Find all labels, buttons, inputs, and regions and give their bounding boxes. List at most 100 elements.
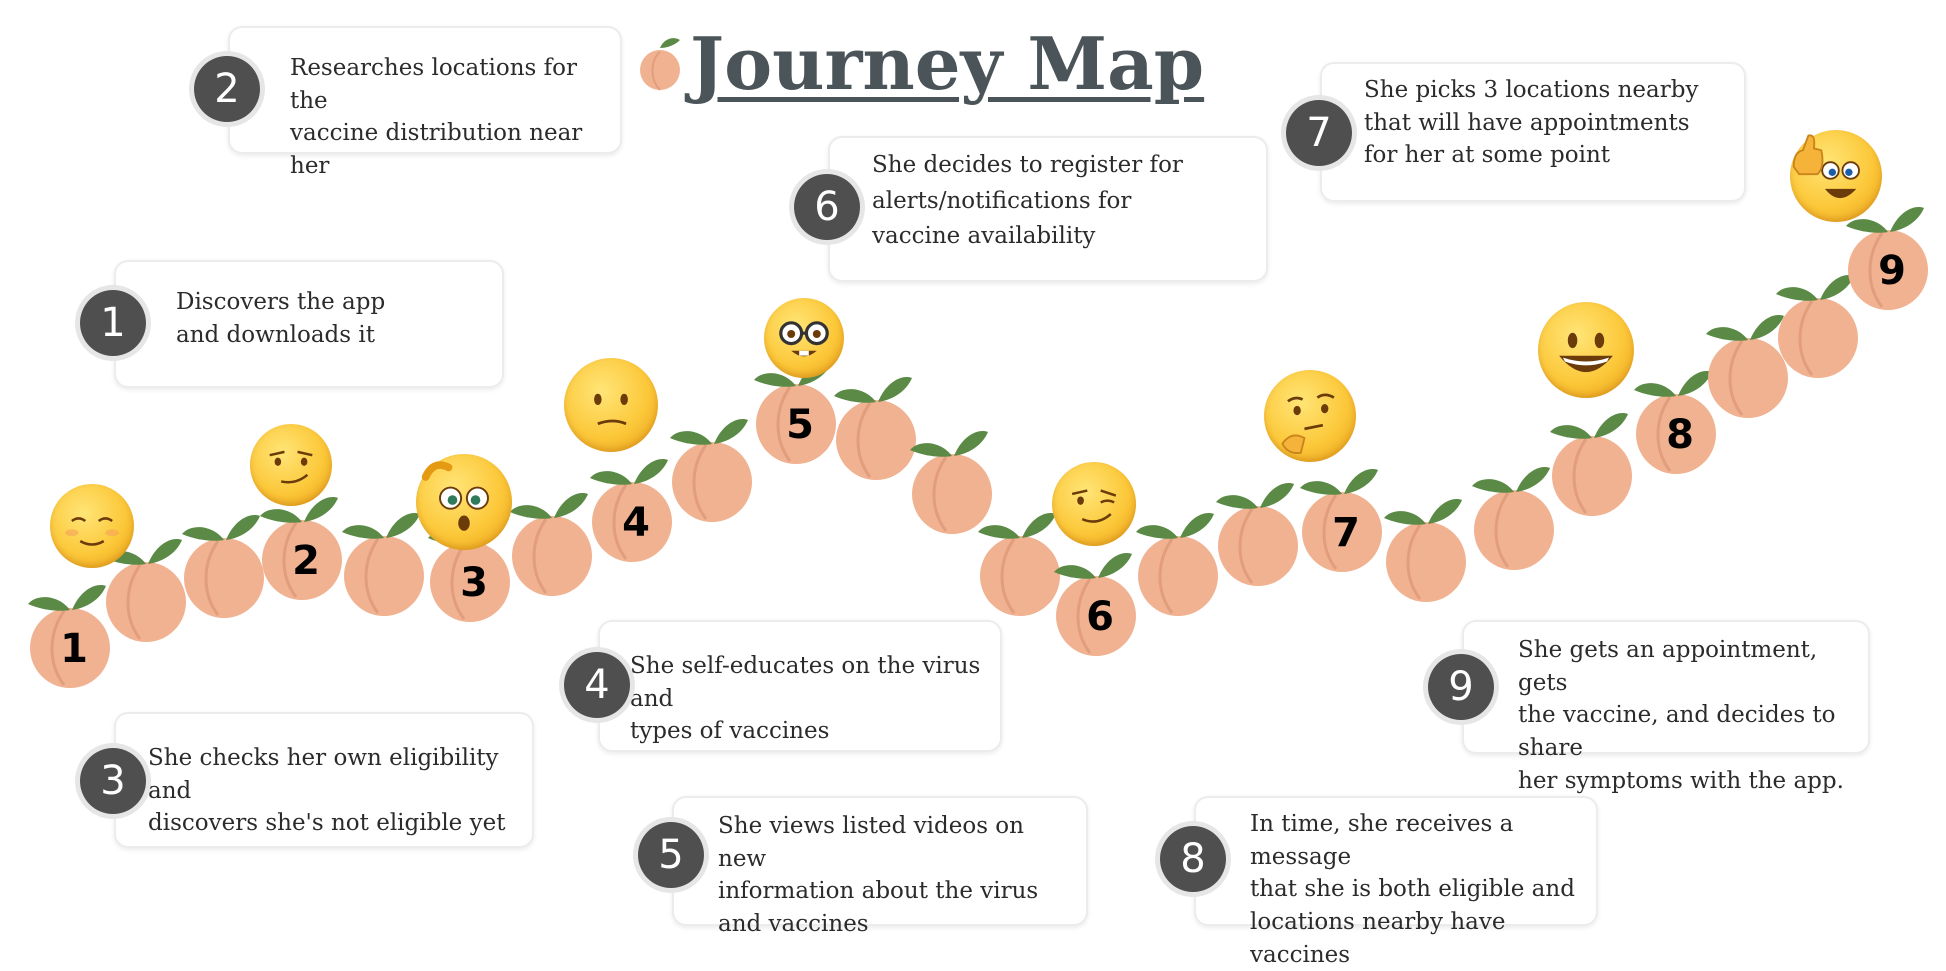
step-card-7-text: She picks 3 locations nearby that will h… <box>1364 77 1699 169</box>
peach-body <box>1386 522 1466 602</box>
peach-body <box>512 516 592 596</box>
peach-crease <box>856 402 872 478</box>
peach-body <box>430 542 510 622</box>
peach-leaf <box>1634 383 1676 397</box>
peach-leaf <box>878 377 912 402</box>
peach-crease <box>1238 508 1254 584</box>
peach-crease <box>1406 524 1422 600</box>
peach-body <box>1474 490 1554 570</box>
step-card-8: In time, she receives a message that she… <box>1194 796 1598 968</box>
peach-leaf <box>1300 481 1342 495</box>
peach-body <box>836 400 916 480</box>
path-peach <box>670 419 752 522</box>
step-badge-9: 9 <box>1428 654 1494 720</box>
peach-leaf <box>634 459 668 484</box>
peach-leaf <box>1260 483 1294 508</box>
peach-crease <box>1656 396 1672 472</box>
step-card-7: She picks 3 locations nearby that will h… <box>1320 62 1746 202</box>
nerd-face-icon <box>764 298 844 378</box>
path-peach <box>1472 467 1554 570</box>
path-label-9: 9 <box>1878 248 1906 294</box>
path-peach <box>1550 413 1632 516</box>
peach-leaf <box>226 515 260 540</box>
path-label-6: 6 <box>1086 594 1114 640</box>
peach-body <box>344 536 424 616</box>
path-label-5: 5 <box>786 402 814 448</box>
peach-crease <box>204 540 220 616</box>
step-badge-5: 5 <box>638 822 704 888</box>
peach-leaf <box>1550 425 1592 439</box>
peach-body <box>184 538 264 618</box>
peach-leaf <box>342 525 384 539</box>
peach-body <box>1778 298 1858 378</box>
peach-leaf <box>72 585 106 610</box>
peach-body <box>262 520 342 600</box>
peach-crease <box>126 564 142 640</box>
peach-leaf <box>28 597 70 611</box>
path-peach <box>834 377 916 480</box>
step-card-4: She self-educates on the virus and types… <box>598 620 1002 752</box>
peach-leaf <box>1472 479 1514 493</box>
path-peach-step-4: 4 <box>590 459 672 562</box>
step-card-6-text: She decides to register for alerts/notif… <box>872 152 1183 250</box>
peach-body <box>912 454 992 534</box>
peach-leaf <box>670 431 712 445</box>
step-card-4-text: She self-educates on the virus and types… <box>630 653 981 745</box>
peach-leaf <box>714 419 748 444</box>
peach-leaf <box>1846 219 1888 233</box>
peach-body <box>592 482 672 562</box>
peach-leaf <box>590 471 632 485</box>
peach-leaf <box>1136 525 1178 539</box>
peach-leaf <box>182 527 224 541</box>
peach-leaf <box>1216 495 1258 509</box>
path-peach-step-9: 9 <box>1846 207 1928 310</box>
path-peach <box>1136 513 1218 616</box>
step-badge-4: 4 <box>564 652 630 718</box>
step-card-5: She views listed videos on new informati… <box>672 796 1088 937</box>
peach-crease <box>612 484 628 560</box>
peach-leaf <box>1054 565 1096 579</box>
peach-leaf <box>1022 513 1056 538</box>
peach-leaf <box>754 373 796 387</box>
step-card-1-text: Discovers the app and downloads it <box>176 289 386 348</box>
peach-crease <box>1000 538 1016 614</box>
step-card-2: Researches locations for the vaccine dis… <box>228 26 622 179</box>
peach-body <box>106 562 186 642</box>
path-label-7: 7 <box>1332 510 1360 556</box>
peach-body <box>1218 506 1298 586</box>
step-badge-7: 7 <box>1286 100 1352 166</box>
path-peach <box>510 493 592 596</box>
peach-leaf <box>978 525 1020 539</box>
peach-leaf <box>510 505 552 519</box>
step-card-5-text: She views listed videos on new informati… <box>718 813 1039 937</box>
thinking-face-icon <box>1264 370 1356 462</box>
peach-crease <box>1322 494 1338 570</box>
peach-crease <box>532 518 548 594</box>
step-card-3: She checks her own eligibility and disco… <box>114 712 534 848</box>
peach-crease <box>1572 438 1588 514</box>
page-title: Journey Map <box>690 21 1205 106</box>
peach-body <box>1056 576 1136 656</box>
peach-leaf <box>1594 413 1628 438</box>
step-badge-3: 3 <box>80 748 146 814</box>
path-peach <box>342 513 424 616</box>
peach-leaf <box>1344 469 1378 494</box>
step-badge-2: 2 <box>194 56 260 122</box>
relieved-face-icon <box>50 484 134 568</box>
peach-crease <box>364 538 380 614</box>
peach-crease <box>450 544 466 620</box>
smirking-face-icon <box>250 424 332 506</box>
peach-body <box>672 442 752 522</box>
path-peach <box>978 513 1060 616</box>
path-peach <box>1706 315 1788 418</box>
peach-leaf <box>1384 511 1426 525</box>
peach-body <box>1708 338 1788 418</box>
peach-leaf <box>554 493 588 518</box>
step-badge-6: 6 <box>794 174 860 240</box>
step-card-3-text: She checks her own eligibility and disco… <box>148 745 506 837</box>
path-peach-step-2: 2 <box>260 497 342 600</box>
path-peach <box>910 431 992 534</box>
peach-crease <box>1728 340 1744 416</box>
winking-smirk-face-icon <box>1052 462 1136 546</box>
